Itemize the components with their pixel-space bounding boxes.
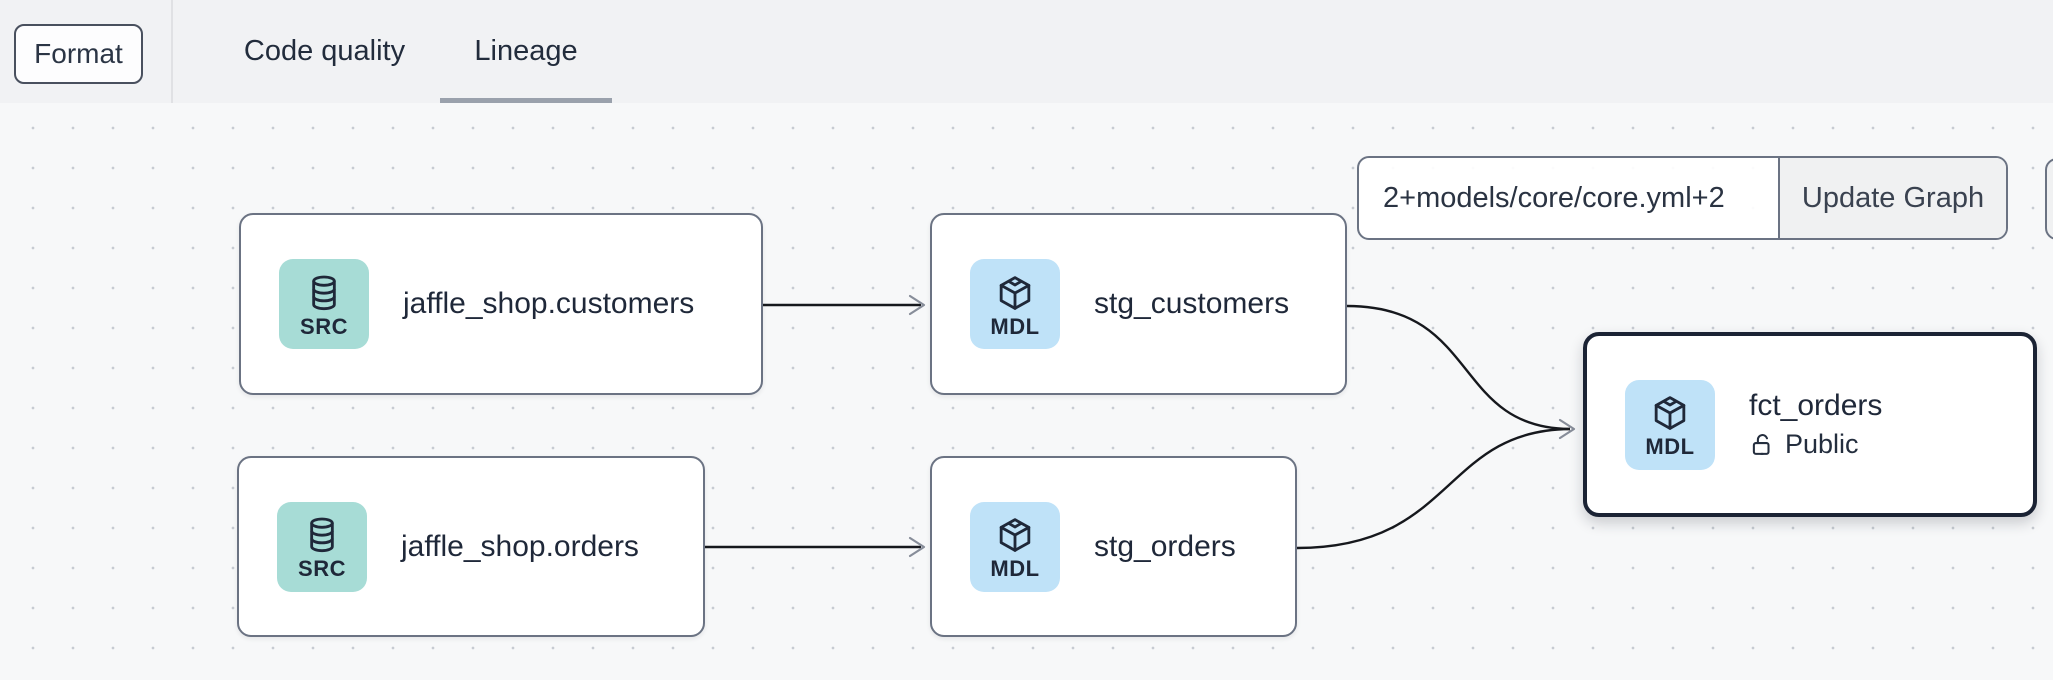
node-title: jaffle_shop.orders: [401, 529, 639, 563]
top-toolbar: Format Code quality Lineage: [0, 0, 2053, 103]
badge-label: MDL: [990, 556, 1040, 581]
toolbar-divider: [171, 0, 173, 103]
access-row: Public: [1749, 429, 1882, 460]
format-button[interactable]: Format: [14, 24, 143, 84]
lock-open-icon: [1752, 433, 1770, 455]
database-icon: [310, 517, 334, 553]
active-tab-indicator: [440, 98, 612, 103]
model-badge: MDL: [970, 259, 1060, 349]
node-source-jaffle-shop-customers[interactable]: SRC jaffle_shop.customers: [239, 213, 763, 395]
node-title: fct_orders: [1749, 389, 1883, 422]
badge-label: SRC: [298, 556, 346, 581]
selector-input[interactable]: [1359, 158, 1778, 238]
node-model-stg-customers[interactable]: MDL stg_customers: [930, 213, 1347, 395]
node-model-stg-orders[interactable]: MDL stg_orders: [930, 456, 1297, 637]
cube-icon: [999, 518, 1031, 552]
source-badge: SRC: [277, 501, 367, 592]
database-icon: [312, 275, 336, 310]
node-title: stg_orders: [1094, 529, 1236, 563]
badge-label: MDL: [990, 313, 1040, 339]
node-title: jaffle_shop.customers: [403, 287, 695, 320]
tab-code-quality[interactable]: Code quality: [243, 35, 406, 67]
node-model-fct-orders[interactable]: MDL fct_orders Public: [1583, 332, 2037, 517]
lineage-selector-group: Update Graph: [1357, 156, 2008, 240]
node-source-jaffle-shop-orders[interactable]: SRC jaffle_shop.orders: [237, 456, 705, 637]
tab-lineage[interactable]: Lineage: [474, 35, 578, 67]
source-badge: SRC: [279, 259, 369, 349]
model-badge: MDL: [970, 501, 1060, 592]
model-badge: MDL: [1625, 379, 1715, 470]
cube-icon: [1654, 396, 1686, 430]
cube-icon: [999, 275, 1031, 310]
node-title: stg_customers: [1094, 287, 1290, 320]
clipped-toolbar-button[interactable]: [2045, 158, 2053, 240]
access-label: Public: [1785, 429, 1859, 459]
badge-label: SRC: [300, 313, 348, 339]
update-graph-button[interactable]: Update Graph: [1778, 158, 2006, 238]
badge-label: MDL: [1645, 434, 1695, 459]
